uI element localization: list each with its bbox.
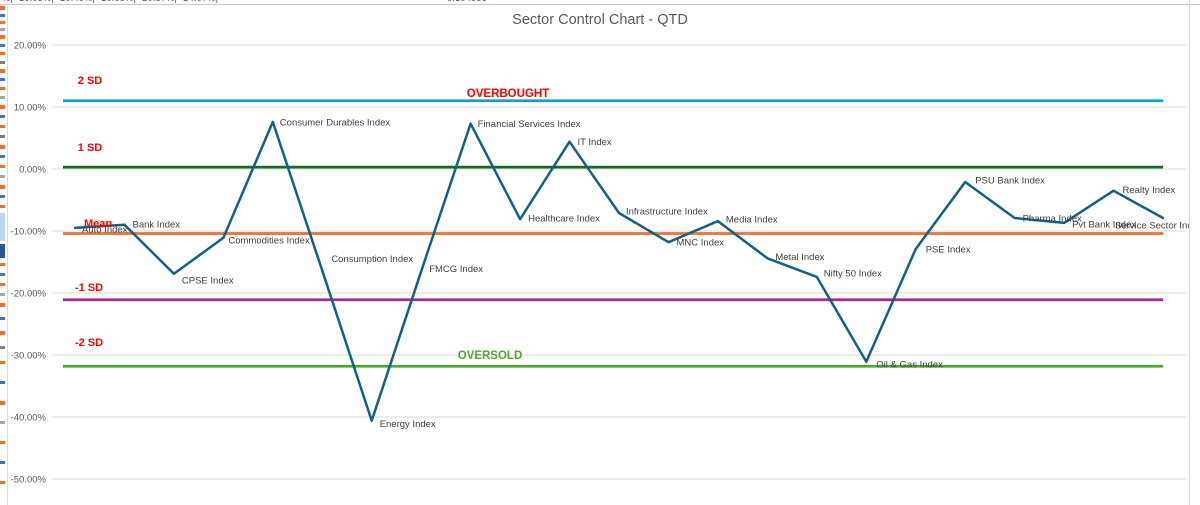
column-border-line <box>7 4 8 505</box>
clipped-cell-mark <box>0 381 5 384</box>
data-label: FMCG Index <box>429 264 483 275</box>
data-label: MNC Index <box>677 238 725 249</box>
clipped-cell-mark <box>0 69 5 73</box>
chart-title: Sector Control Chart - QTD <box>512 12 688 28</box>
y-axis-tick: -20.00% <box>11 289 47 300</box>
data-label: IT Index <box>578 137 612 148</box>
y-axis-tick: -10.00% <box>11 227 47 238</box>
data-label: Energy Index <box>380 419 436 430</box>
y-axis-tick: 20.00% <box>14 41 47 52</box>
y-axis-tick: -30.00% <box>11 351 47 362</box>
clipped-cell-mark <box>0 145 5 149</box>
clipped-cell-mark <box>0 115 5 118</box>
zone-label: OVERSOLD <box>458 350 523 362</box>
clipped-cell-mark <box>0 165 5 168</box>
clipped-cell-mark <box>0 273 5 276</box>
clipped-cell-mark <box>0 135 5 138</box>
clipped-cell-mark <box>0 6 5 10</box>
control-line-label: 2 SD <box>78 75 103 87</box>
y-axis-tick: 10.00% <box>14 103 47 114</box>
data-label: Consumption Index <box>331 254 413 265</box>
data-label: Service Sector Index <box>1115 221 1189 232</box>
clipped-cell-text: %| -10.05%| -10.49%| -10.09%| -20.57%| -… <box>2 0 218 4</box>
data-label: Media Index <box>726 215 778 226</box>
data-label: Auto Index <box>82 224 128 235</box>
clipped-cell-mark <box>0 401 5 405</box>
clipped-cell-mark <box>0 175 5 178</box>
clipped-cell-mark <box>0 205 5 208</box>
data-label: PSE Index <box>926 245 971 256</box>
clipped-cell-mark <box>0 96 5 99</box>
clipped-cell-mark <box>0 21 5 24</box>
clipped-cell-mark <box>0 14 5 17</box>
clipped-cell-mark <box>0 263 5 266</box>
zone-label: OVERBOUGHT <box>467 88 549 100</box>
data-label: Financial Services Index <box>478 119 581 130</box>
data-label: PSU Bank Index <box>975 176 1045 187</box>
row-border-line <box>0 4 1200 5</box>
clipped-cell-mark <box>0 283 5 286</box>
series-line <box>73 120 1165 422</box>
clipped-cell-mark <box>0 461 5 464</box>
clipped-cell-mark <box>0 213 5 241</box>
clipped-cell-mark <box>0 125 5 128</box>
clipped-cell-mark <box>0 331 5 335</box>
control-line-label: Mean <box>84 218 112 230</box>
clipped-cell-mark <box>0 52 5 55</box>
control-line-label: 1 SD <box>78 142 103 154</box>
control-line-label: -2 SD <box>75 337 103 349</box>
control-line-label: -1 SD <box>75 282 103 294</box>
data-label: Healthcare Index <box>528 214 600 225</box>
clipped-cell-mark <box>0 61 5 64</box>
plot-area: 20.00% 10.00% 0.00% -10.00% -20.00% -30.00% -4… <box>11 41 1189 486</box>
clipped-cell-mark <box>0 78 5 81</box>
clipped-cell-mark <box>0 155 5 158</box>
clipped-cell-mark <box>0 317 5 320</box>
clipped-top-row: %| -10.05%| -10.49%| -10.09%| -20.57%| -… <box>0 0 1200 4</box>
data-label: Metal Index <box>775 252 824 263</box>
clipped-cell-mark <box>0 481 5 484</box>
data-label: Pharma Index <box>1023 214 1082 225</box>
data-label: Infrastructure Index <box>626 207 708 218</box>
data-label: CPSE Index <box>182 275 234 286</box>
data-label: Bank Index <box>133 219 181 230</box>
data-label: Consumer Durables Index <box>280 117 391 128</box>
clipped-cell-mark <box>0 195 5 198</box>
y-axis-tick: -40.00% <box>11 413 47 424</box>
clipped-cell-mark <box>0 35 5 39</box>
sector-control-chart[interactable]: Sector Control Chart - QTD 20.00% 10.00% 0… <box>8 5 1189 505</box>
data-label: Oil & Gas Index <box>876 359 943 370</box>
clipped-left-column <box>0 5 6 505</box>
right-border-line <box>1189 0 1190 505</box>
data-label: Realty Index <box>1123 185 1176 196</box>
clipped-cell-mark <box>0 441 5 444</box>
clipped-cell-mark <box>0 293 5 296</box>
clipped-cell-mark <box>0 185 5 189</box>
clipped-cell-mark <box>0 105 5 109</box>
clipped-cell-mark <box>0 346 5 349</box>
clipped-cell-mark <box>0 44 5 47</box>
clipped-cell-mark <box>0 87 5 90</box>
data-label: Commodities Index <box>228 235 310 246</box>
y-axis-tick: -50.00% <box>11 475 47 486</box>
clipped-cell-mark <box>0 361 5 364</box>
clipped-cell-mark <box>0 244 5 258</box>
clipped-cell-mark <box>0 421 5 424</box>
y-axis-tick: 0.00% <box>19 165 46 176</box>
clipped-cell-mark <box>0 28 5 31</box>
data-label: Pvt Bank Index <box>1072 219 1136 230</box>
clipped-cell-text: 0.104886 <box>447 0 487 4</box>
data-label: Nifty 50 Index <box>824 268 882 279</box>
clipped-cell-mark <box>0 303 5 307</box>
